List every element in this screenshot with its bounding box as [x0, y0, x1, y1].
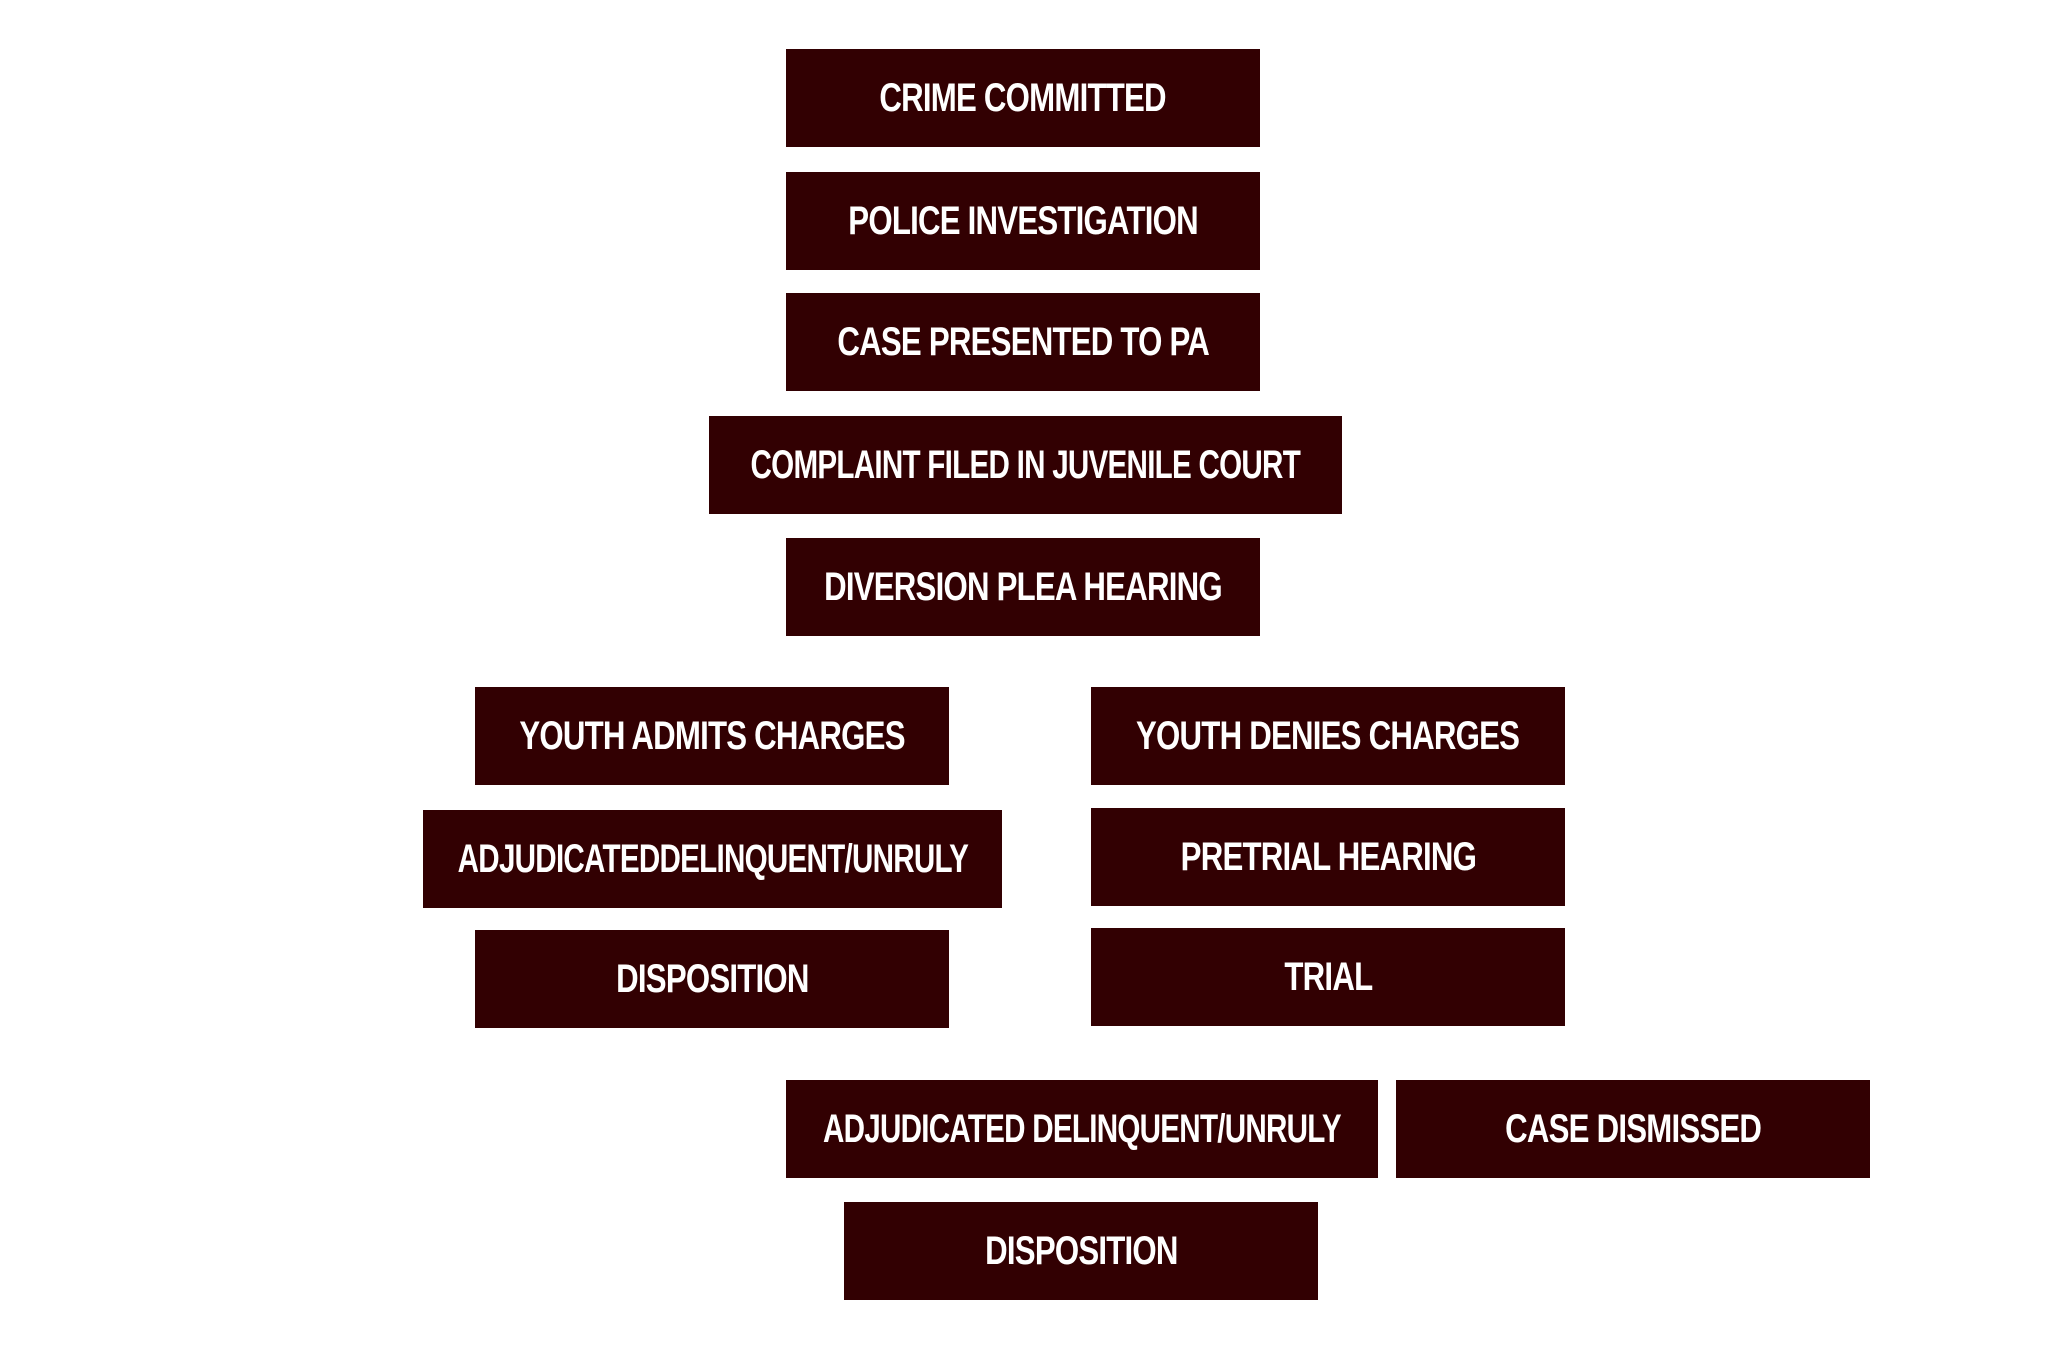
step-youth-admits-label: YOUTH ADMITS CHARGES — [519, 713, 905, 758]
step-case-dismissed-label: CASE DISMISSED — [1504, 1106, 1762, 1151]
step-police-investigation-label: POLICE INVESTIGATION — [848, 198, 1198, 243]
step-crime-committed: CRIME COMMITTED — [786, 49, 1260, 147]
step-disposition-admits-label: DISPOSITION — [615, 956, 809, 1001]
step-adjudicated-trial-outcome: ADJUDICATED DELINQUENT/UNRULY — [786, 1080, 1378, 1178]
step-complaint-filed-label: COMPLAINT FILED IN JUVENILE COURT — [750, 442, 1301, 487]
step-trial: TRIAL — [1091, 928, 1565, 1026]
step-disposition-admits-branch: DISPOSITION — [475, 930, 949, 1028]
step-case-dismissed: CASE DISMISSED — [1396, 1080, 1870, 1178]
step-youth-denies-charges: YOUTH DENIES CHARGES — [1091, 687, 1565, 785]
step-diversion-plea-hearing: DIVERSION PLEA HEARING — [786, 538, 1260, 636]
step-case-presented-to-pa: CASE PRESENTED TO PA — [786, 293, 1260, 391]
step-adjudicated-trial-label: ADJUDICATED DELINQUENT/UNRULY — [823, 1106, 1342, 1151]
step-complaint-filed: COMPLAINT FILED IN JUVENILE COURT — [709, 416, 1342, 514]
step-trial-label: TRIAL — [1284, 954, 1373, 999]
step-pretrial-hearing-label: PRETRIAL HEARING — [1180, 834, 1476, 879]
step-youth-admits-charges: YOUTH ADMITS CHARGES — [475, 687, 949, 785]
step-pretrial-hearing: PRETRIAL HEARING — [1091, 808, 1565, 906]
step-case-presented-label: CASE PRESENTED TO PA — [837, 319, 1209, 364]
step-adjudicated-admits-branch: ADJUDICATEDDELINQUENT/UNRULY — [423, 810, 1002, 908]
step-diversion-plea-hearing-label: DIVERSION PLEA HEARING — [824, 564, 1223, 609]
step-police-investigation: POLICE INVESTIGATION — [786, 172, 1260, 270]
step-youth-denies-label: YOUTH DENIES CHARGES — [1136, 713, 1520, 758]
step-disposition-trial-outcome: DISPOSITION — [844, 1202, 1318, 1300]
step-crime-committed-label: CRIME COMMITTED — [879, 75, 1167, 120]
step-disposition-trial-label: DISPOSITION — [984, 1228, 1178, 1273]
step-adjudicated-admits-label: ADJUDICATEDDELINQUENT/UNRULY — [457, 836, 968, 881]
